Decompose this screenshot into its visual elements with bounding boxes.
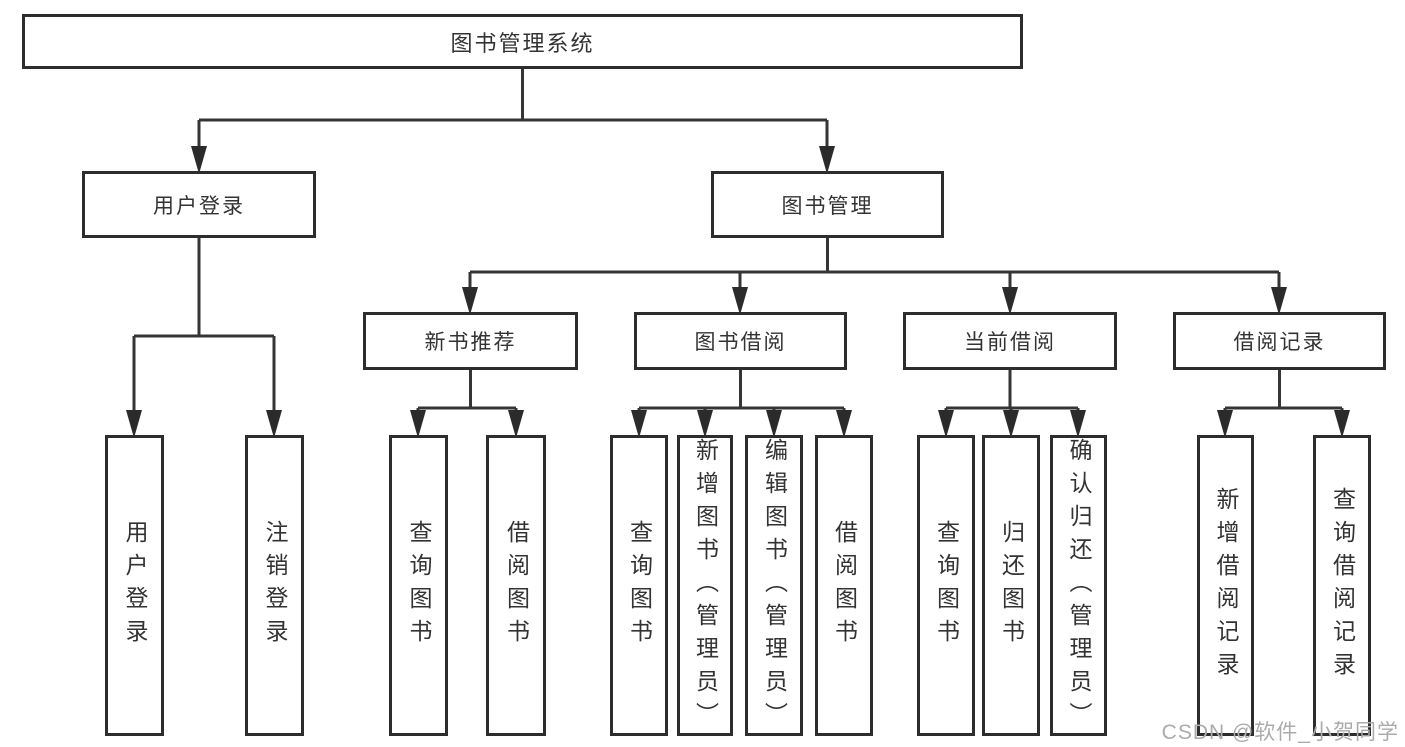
connector-path <box>132 238 276 414</box>
arrowhead-down-icon <box>410 410 426 438</box>
connector-path <box>944 370 1080 414</box>
leaf-query-books-current: 查询图书 <box>917 435 975 736</box>
connector-path <box>416 370 518 414</box>
arrowhead-down-icon <box>938 410 954 438</box>
connector-path <box>197 69 829 150</box>
leaf-return-books: 归还图书 <box>982 435 1040 736</box>
arrowhead-down-icon <box>191 146 207 174</box>
arrowhead-down-icon <box>508 410 524 438</box>
connector-book-mgmt-to-level3 <box>462 238 1287 315</box>
leaf-borrow-books-recommend: 借阅图书 <box>486 435 546 736</box>
leaf-query-books-borrowing: 查询图书 <box>610 435 668 736</box>
leaf-query-borrow-record: 查询借阅记录 <box>1313 435 1371 736</box>
node-user-login-module: 用户登录 <box>82 171 316 238</box>
arrowhead-down-icon <box>1070 410 1086 438</box>
arrowhead-down-icon <box>126 410 142 438</box>
connector-path <box>637 370 846 414</box>
csdn-watermark: CSDN @软件_小贺同学 <box>1161 721 1399 744</box>
connector-root-to-level2 <box>191 69 835 174</box>
arrowhead-down-icon <box>766 410 782 438</box>
connector-borrow-records-to-leaves <box>1217 370 1350 438</box>
node-book-management-module: 图书管理 <box>711 171 944 238</box>
leaf-edit-books-admin: 编辑图书（管理员） <box>745 435 803 736</box>
connector-current-borrow-to-leaves <box>938 370 1086 438</box>
arrowhead-down-icon <box>836 410 852 438</box>
leaf-user-login: 用户登录 <box>105 435 164 736</box>
connector-path <box>1223 370 1344 414</box>
node-root-system: 图书管理系统 <box>22 14 1023 69</box>
arrowhead-down-icon <box>1271 287 1287 315</box>
leaf-confirm-return-admin: 确认归还（管理员） <box>1050 435 1107 736</box>
leaf-logout: 注销登录 <box>245 435 304 736</box>
connector-user-login-to-leaves <box>126 238 282 438</box>
connector-path <box>468 238 1281 291</box>
arrowhead-down-icon <box>462 287 478 315</box>
leaf-add-books-admin: 新增图书（管理员） <box>677 435 733 736</box>
node-new-book-recommend: 新书推荐 <box>363 312 578 370</box>
node-current-borrowing: 当前借阅 <box>903 312 1117 370</box>
arrowhead-down-icon <box>1003 410 1019 438</box>
node-borrowing-records: 借阅记录 <box>1173 312 1386 370</box>
leaf-borrow-books-borrowing: 借阅图书 <box>815 435 873 736</box>
node-book-borrowing: 图书借阅 <box>634 312 847 370</box>
arrowhead-down-icon <box>1217 410 1233 438</box>
arrowhead-down-icon <box>697 410 713 438</box>
arrowhead-down-icon <box>631 410 647 438</box>
arrowhead-down-icon <box>1334 410 1350 438</box>
arrowhead-down-icon <box>1002 287 1018 315</box>
arrowhead-down-icon <box>266 410 282 438</box>
arrowhead-down-icon <box>819 146 835 174</box>
connector-new-rec-to-leaves <box>410 370 524 438</box>
arrowhead-down-icon <box>732 287 748 315</box>
leaf-add-borrow-record: 新增借阅记录 <box>1197 435 1254 736</box>
connector-book-borrow-to-leaves <box>631 370 852 438</box>
leaf-query-books-recommend: 查询图书 <box>389 435 448 736</box>
